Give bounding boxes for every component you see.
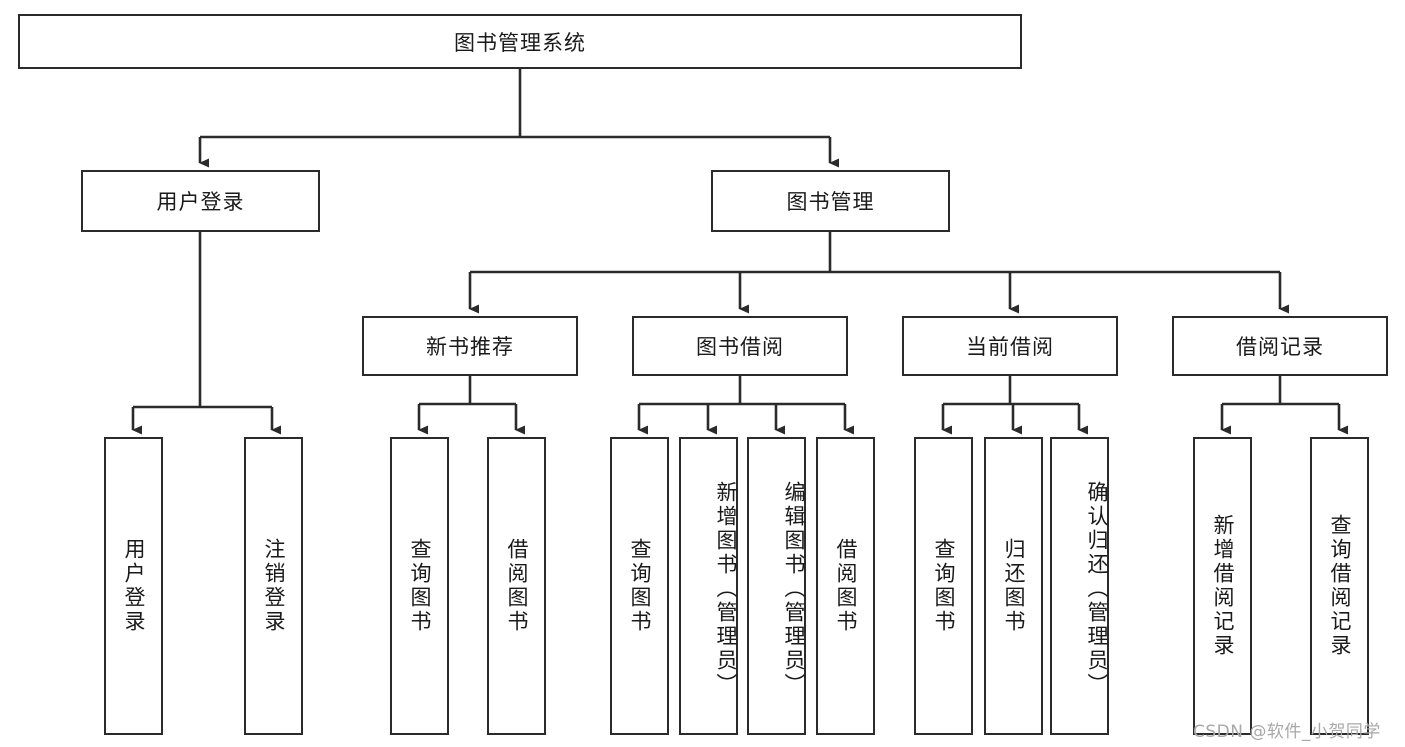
edges-book-manage-to-level3 [468,232,1289,314]
node-leaf-edit-book-label: 编辑图书（管理员） [782,481,806,697]
node-user-login[interactable]: 用户登录 [81,170,320,232]
node-leaf-return-book-label: 归还图书 [1002,538,1026,634]
node-leaf-add-borrow-record-label: 新增借阅记录 [1211,514,1235,658]
node-leaf-borrow-book-2-label: 借阅图书 [834,538,858,634]
edges-user-login-to-leaves [131,232,281,435]
node-leaf-query-book-1-label: 查询图书 [408,538,432,634]
node-leaf-query-borrow-record-label: 查询借阅记录 [1328,514,1352,658]
node-leaf-add-book-label: 新增图书（管理员） [714,481,738,697]
node-book-manage-label: 图书管理 [786,190,875,214]
node-leaf-borrow-book-2[interactable]: 借阅图书 [816,437,875,735]
node-leaf-query-book-2-label: 查询图书 [628,538,652,634]
edges-book-borrow-to-leaves [637,376,854,435]
node-root[interactable]: 图书管理系统 [18,14,1022,69]
node-current-borrow[interactable]: 当前借阅 [902,316,1118,376]
node-book-manage[interactable]: 图书管理 [711,170,950,232]
node-leaf-borrow-book-1[interactable]: 借阅图书 [487,437,546,735]
node-borrow-record[interactable]: 借阅记录 [1172,316,1388,376]
edges-new-book-rec-to-leaves [417,376,525,435]
node-leaf-confirm-return-label: 确认归还（管理员） [1085,481,1109,697]
node-new-book-recommend-label: 新书推荐 [426,335,514,359]
node-leaf-add-borrow-record[interactable]: 新增借阅记录 [1193,437,1252,735]
edges-root-to-level2 [198,69,839,168]
node-leaf-query-book-3[interactable]: 查询图书 [914,437,973,735]
node-book-borrow[interactable]: 图书借阅 [632,316,848,376]
node-leaf-query-book-1[interactable]: 查询图书 [390,437,449,735]
node-leaf-logout-label: 注销登录 [262,538,286,634]
node-leaf-edit-book[interactable]: 编辑图书（管理员） [747,437,806,735]
node-leaf-query-book-3-label: 查询图书 [932,538,956,634]
node-leaf-query-book-2[interactable]: 查询图书 [610,437,669,735]
node-leaf-query-borrow-record[interactable]: 查询借阅记录 [1310,437,1369,735]
node-new-book-recommend[interactable]: 新书推荐 [362,316,578,376]
node-current-borrow-label: 当前借阅 [966,335,1054,359]
node-leaf-add-book[interactable]: 新增图书（管理员） [679,437,738,735]
node-leaf-confirm-return[interactable]: 确认归还（管理员） [1050,437,1109,735]
node-user-login-label: 用户登录 [156,190,245,214]
node-root-label: 图书管理系统 [454,30,586,55]
node-leaf-logout[interactable]: 注销登录 [244,437,303,735]
node-book-borrow-label: 图书借阅 [696,335,784,359]
edges-borrow-record-to-leaves [1220,376,1348,435]
node-borrow-record-label: 借阅记录 [1236,335,1324,359]
edges-current-borrow-to-leaves [941,376,1088,435]
node-leaf-return-book[interactable]: 归还图书 [984,437,1043,735]
node-leaf-borrow-book-1-label: 借阅图书 [505,538,529,634]
node-leaf-user-login-label: 用户登录 [122,538,146,634]
node-leaf-user-login[interactable]: 用户登录 [104,437,163,735]
watermark-text: CSDN @软件_小贺同学 [1193,722,1381,742]
